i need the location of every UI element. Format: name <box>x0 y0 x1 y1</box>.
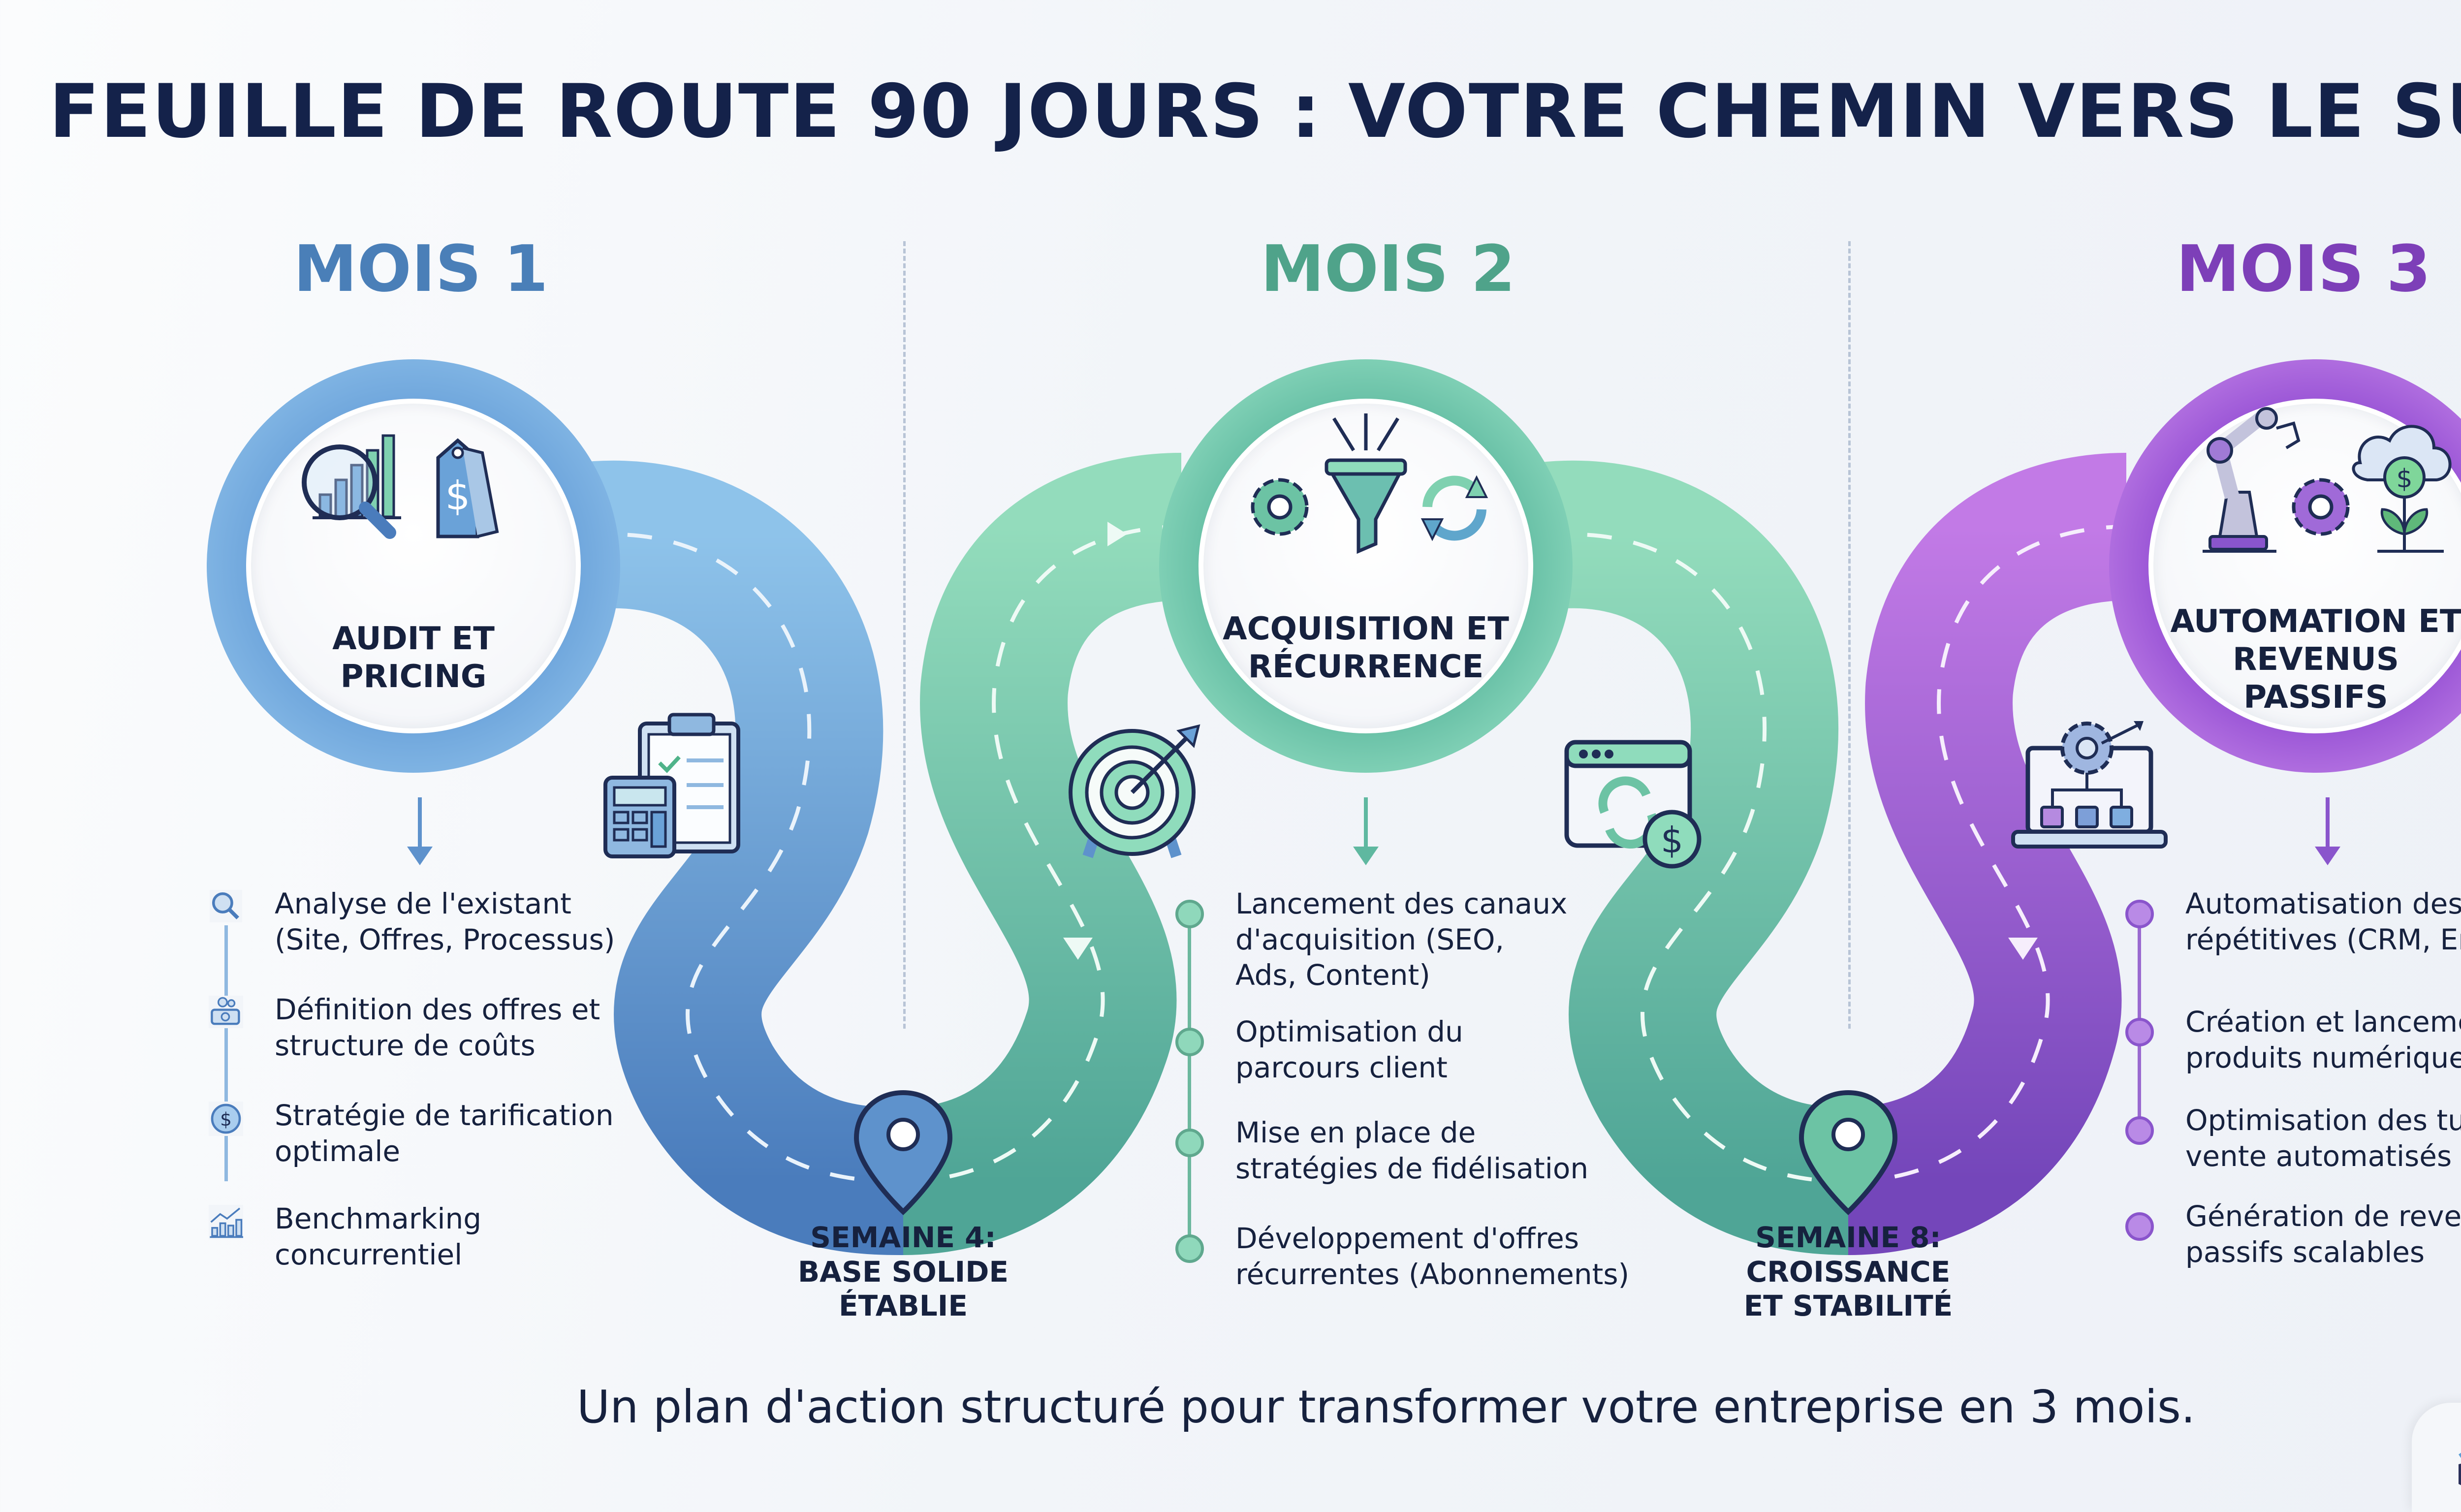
month-1-connector <box>418 797 422 851</box>
footer-tagline: Un plan d'action structuré pour transfor… <box>576 1381 2196 1433</box>
money-plant-icon: $ <box>2352 425 2452 553</box>
gear-icon <box>2292 478 2350 536</box>
svg-text:$: $ <box>2396 464 2412 494</box>
month-3-badge: $ AUTOMATION ET REVENUS PASSIFS <box>2109 359 2461 773</box>
magnifier-chart-icon <box>302 434 401 539</box>
bullet-dot-icon <box>2125 1116 2154 1145</box>
laptop-workflow-icon <box>2011 721 2168 849</box>
month-3-connector <box>2326 797 2330 851</box>
bullet-dot-icon <box>2125 1018 2154 1046</box>
month-1-badge: $ AUDIT ET PRICING <box>207 359 620 773</box>
svg-text:$: $ <box>1661 819 1683 861</box>
refresh-cycle-icon <box>1420 475 1488 541</box>
timeline-line <box>224 925 228 1181</box>
arrow-down-icon <box>2315 847 2340 865</box>
page-title: FEUILLE DE ROUTE 90 JOURS : VOTRE CHEMIN… <box>49 69 2461 155</box>
arrow-down-icon <box>1353 847 1379 865</box>
target-icon <box>1069 724 1200 858</box>
bullet-dot-icon <box>2125 1212 2154 1241</box>
month-1-title-line2: PRICING <box>340 658 487 695</box>
month-2-badge: ACQUISITION ET RÉCURRENCE <box>1159 359 1573 773</box>
bullet-dot-icon <box>1175 900 1204 928</box>
bar-chart-trend-icon <box>209 1205 243 1239</box>
month-3-title-line2: REVENUS <box>2233 641 2399 678</box>
price-tag-icon: $ <box>436 438 499 538</box>
brand-logo-icon <box>2459 1452 2461 1485</box>
map-pin-icon <box>1798 1090 1898 1215</box>
month-1-heading: MOIS 1 <box>293 231 548 306</box>
bullet-dot-icon <box>2125 900 2154 928</box>
month-1-task-list: Analyse de l'existant(Site, Offres, Proc… <box>207 886 650 1280</box>
section-divider <box>903 241 906 1029</box>
month-3-title-line1: AUTOMATION ET <box>2170 603 2461 640</box>
search-icon <box>210 890 242 922</box>
dollar-coin-icon: $ <box>209 1102 243 1136</box>
money-icon <box>209 996 243 1028</box>
map-pin-icon <box>853 1090 953 1215</box>
browser-recurring-payment-icon: $ <box>1564 740 1702 869</box>
svg-text:$: $ <box>220 1108 232 1130</box>
calculator-clipboard-icon <box>603 713 740 858</box>
month-2-title-line2: RÉCURRENCE <box>1248 648 1484 685</box>
bullet-dot-icon <box>1175 1234 1204 1263</box>
bullet-dot-icon <box>1175 1129 1204 1157</box>
month-3-heading: MOIS 3 <box>2176 231 2431 306</box>
timeline-line <box>1188 915 1191 1240</box>
month-3-task-list: Automatisation des tâchesrépétitives (CR… <box>2121 886 2461 1280</box>
month-2-connector <box>1364 797 1368 851</box>
month-2-title-line1: ACQUISITION ET <box>1223 611 1509 647</box>
robot-arm-icon <box>2203 407 2301 553</box>
arrow-down-icon <box>407 847 433 865</box>
gear-icon <box>1251 478 1309 536</box>
month-2-heading: MOIS 2 <box>1261 231 1515 306</box>
month-1-title-line1: AUDIT ET <box>332 621 495 657</box>
brand-logo: PROFESSIONAL BLOG INFOGRAPHIC <box>2412 1403 2461 1512</box>
svg-text:$: $ <box>445 473 471 519</box>
month-3-title-line3: PASSIFS <box>2243 679 2388 716</box>
funnel-icon <box>1325 413 1407 554</box>
section-divider <box>1848 241 1851 1029</box>
bullet-dot-icon <box>1175 1028 1204 1056</box>
